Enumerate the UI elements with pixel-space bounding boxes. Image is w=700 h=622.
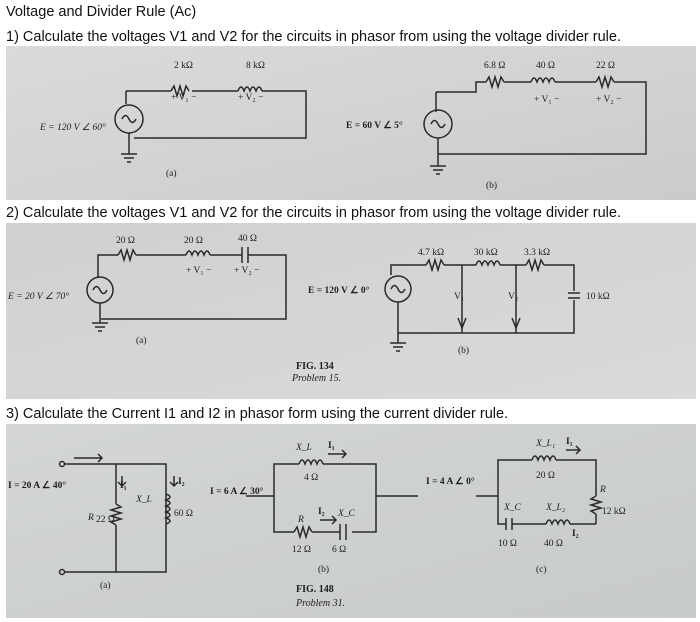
fig2b-r2-label: 30 kΩ	[474, 248, 498, 258]
fig3b-xc-name: X_C	[337, 509, 356, 519]
fig2b-source-label: E = 120 V ∠ 0°	[308, 285, 370, 296]
fig2b-v1-label: V₁	[454, 292, 464, 302]
fig3a-i1-label: I₁	[120, 481, 127, 491]
fig3b-xl-name: X_L	[295, 443, 312, 453]
fig1b-label: (b)	[486, 180, 497, 191]
fig3a-r-name: R	[87, 513, 94, 523]
question-1: 1) Calculate the voltages V1 and V2 for …	[6, 29, 621, 45]
fig2b-r1-label: 4.7 kΩ	[418, 248, 444, 258]
fig3c-xl1-name: X_L₁	[535, 439, 555, 449]
fig1b-source-label: E = 60 V ∠ 5°	[346, 120, 403, 131]
fig3c-xl1-label: 20 Ω	[536, 471, 555, 481]
fig2a-r1-label: 20 Ω	[116, 236, 135, 246]
fig3c-xl2-label: 40 Ω	[544, 539, 563, 549]
fig1b-r3-label: 22 Ω	[596, 61, 615, 71]
fig2b-r4-label: 10 kΩ	[586, 292, 610, 302]
document-title: Voltage and Divider Rule (Ac)	[6, 4, 197, 20]
fig3a-i2-label: I₂	[178, 477, 185, 487]
fig1a-r1-label: 2 kΩ	[174, 61, 193, 71]
fig2a-r2-label: 20 Ω	[184, 236, 203, 246]
fig3-problem: Problem 31.	[295, 598, 345, 609]
fig3b-xc-label: 6 Ω	[332, 545, 346, 555]
fig3b-r-name: R	[297, 515, 304, 525]
fig1a-source-label: E = 120 V ∠ 60°	[39, 122, 106, 133]
fig3c-source-label: I = 4 A ∠ 0°	[426, 476, 475, 487]
fig1a-v2-label: + V₂ −	[238, 93, 263, 103]
fig1b-v2-label: + V₂ −	[596, 95, 621, 105]
fig3b-source-label: I = 6 A ∠ 30°	[210, 486, 264, 497]
fig3b-r-label: 12 Ω	[292, 545, 311, 555]
fig3a-label: (a)	[100, 580, 111, 591]
question-2: 2) Calculate the voltages V1 and V2 for …	[6, 205, 621, 221]
fig3c-i2-label: I₂	[572, 529, 579, 539]
fig3a-xl-label: 60 Ω	[174, 509, 193, 519]
fig1a-v1-label: + V₁ −	[171, 93, 196, 103]
fig2a-v1-label: + V₁ −	[186, 266, 211, 276]
fig2b-r3-label: 3.3 kΩ	[524, 248, 550, 258]
fig3c-r-name: R	[599, 485, 606, 495]
fig3c-label: (c)	[536, 564, 547, 575]
fig2a-label: (a)	[136, 335, 147, 346]
fig2-problem: Problem 15.	[291, 373, 341, 384]
fig3b-xl-label: 4 Ω	[304, 473, 318, 483]
figure-3-photo: I = 20 A ∠ 40° I₁ I₂ R 22 Ω X_L 60 Ω (a)…	[6, 424, 696, 618]
fig3b-label: (b)	[318, 564, 329, 575]
fig3a-source-label: I = 20 A ∠ 40°	[8, 480, 66, 491]
fig3b-i2-label: I₂	[318, 507, 325, 517]
fig2b-label: (b)	[458, 345, 469, 356]
fig1a-label: (a)	[166, 168, 177, 179]
fig2a-source-label: E = 20 V ∠ 70°	[7, 291, 69, 302]
fig3c-r-label: 12 kΩ	[602, 507, 626, 517]
fig3b-i1-label: I₁	[328, 441, 335, 451]
fig2a-r3-label: 40 Ω	[238, 234, 257, 244]
fig3-caption: FIG. 148	[296, 584, 334, 595]
fig2b-v2-label: V₂	[508, 292, 518, 302]
fig3c-xc-name: X_C	[503, 503, 522, 513]
fig3a-r-label: 22 Ω	[96, 515, 115, 525]
fig3a-xl-name: X_L	[135, 495, 152, 505]
fig3c-xc-label: 10 Ω	[498, 539, 517, 549]
fig1b-r1-label: 6.8 Ω	[484, 61, 505, 71]
fig1b-v1-label: + V₁ −	[534, 95, 559, 105]
figure-2-photo: 20 Ω 20 Ω 40 Ω + V₁ − + V₂ − E = 20 V ∠ …	[6, 223, 696, 399]
fig3c-i1-label: I₁	[566, 437, 573, 447]
fig2-caption: FIG. 134	[296, 361, 334, 372]
fig3c-xl2-name: X_L₂	[545, 503, 566, 513]
figure-1-photo: 2 kΩ 8 kΩ + V₁ − + V₂ − E = 120 V ∠ 60° …	[6, 46, 696, 200]
question-3: 3) Calculate the Current I1 and I2 in ph…	[6, 406, 509, 422]
fig1a-r2-label: 8 kΩ	[246, 61, 265, 71]
fig1b-r2-label: 40 Ω	[536, 61, 555, 71]
fig2a-v2-label: + V₂ −	[234, 266, 259, 276]
